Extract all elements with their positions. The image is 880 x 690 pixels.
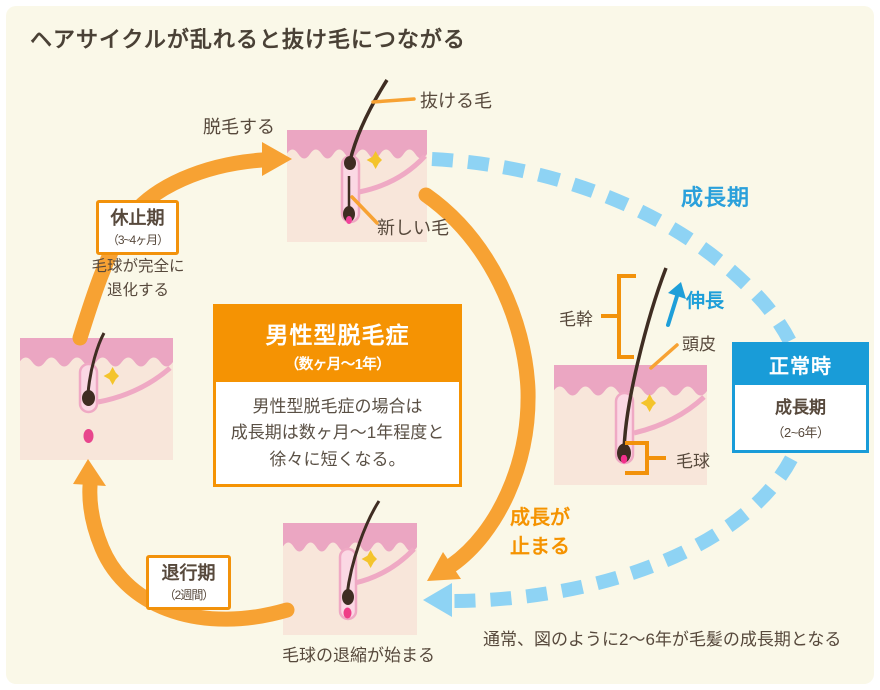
hair-bulb-label: 毛球	[676, 452, 710, 471]
hair-icon	[345, 500, 381, 596]
regression-phase-name: 退行期	[161, 563, 216, 583]
rest-phase-box: 休止期 （3~4ヶ月）	[96, 200, 179, 255]
regression-caption: 毛球の退縮が始まる	[282, 646, 435, 665]
falling-hair-label: 抜ける毛	[420, 91, 492, 111]
falling-hair-icon	[348, 79, 389, 162]
follicle-illustration-catagen	[283, 500, 417, 635]
sebaceous-gland-icon	[103, 367, 119, 385]
male-pattern-baldness-box: 男性型脱毛症 （数ヶ月〜1年） 男性型脱毛症の場合は 成長期は数ヶ月〜1年程度と…	[213, 304, 462, 488]
regression-phase-box: 退行期 （2週間）	[146, 555, 231, 610]
normal-state-box-header: 正常時	[735, 345, 866, 385]
growth-stop-label: 成長が 止まる	[510, 507, 570, 558]
growth-path-label: 成長期	[681, 185, 751, 210]
rest-phase-name: 休止期	[110, 208, 165, 228]
normal-state-box-title: 正常時	[769, 356, 832, 378]
male-pattern-box-title: 男性型脱毛症	[265, 322, 410, 348]
follicle-illustration-resting	[20, 332, 173, 460]
sebaceous-gland-icon	[366, 151, 382, 169]
normal-state-box: 正常時 成長期 （2~6年）	[732, 342, 869, 453]
regression-phase-duration: （2週間）	[163, 587, 215, 602]
male-pattern-box-subtitle: （数ヶ月〜1年）	[284, 357, 391, 373]
elongation-label: 伸長	[686, 291, 725, 312]
normal-state-box-body: 成長期 （2~6年）	[735, 385, 866, 450]
rest-phase-duration: （3~4ヶ月）	[106, 232, 169, 247]
footnote: 通常、図のように2〜6年が毛髪の成長期となる	[483, 630, 842, 649]
scalp-label: 頭皮	[682, 335, 716, 354]
sebaceous-gland-icon	[361, 550, 377, 568]
shedding-label: 脱毛する	[203, 117, 275, 137]
new-hair-label: 新しい毛	[377, 218, 449, 238]
male-pattern-box-body: 男性型脱毛症の場合は 成長期は数ヶ月〜1年程度と 徐々に短くなる。	[216, 382, 459, 485]
rest-phase-note: 毛球が完全に 退化する	[91, 258, 185, 300]
male-pattern-box-header: 男性型脱毛症 （数ヶ月〜1年）	[216, 307, 459, 382]
page-title: ヘアサイクルが乱れると抜け毛につながる	[30, 27, 466, 52]
hair-shaft-label: 毛幹	[559, 310, 593, 329]
